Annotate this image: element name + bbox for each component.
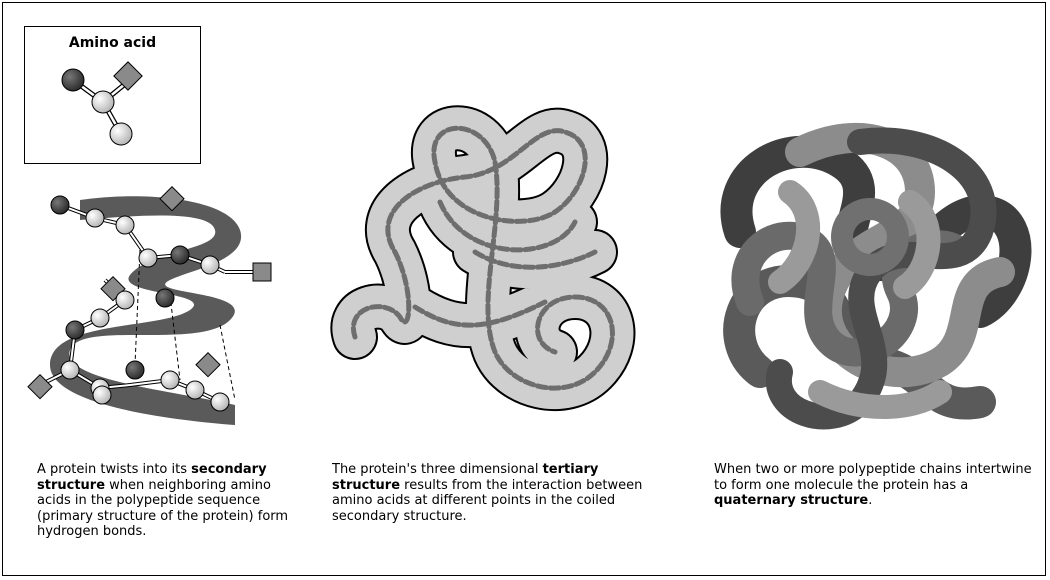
quaternary-structure-diagram — [700, 112, 1030, 442]
quaternary-structure-term: quaternary structure — [714, 493, 868, 508]
tertiary-structure-diagram — [325, 102, 645, 432]
secondary-structure-diagram — [20, 180, 280, 430]
amino-acid-title: Amino acid — [25, 35, 200, 51]
secondary-caption-text: A protein twists into its — [37, 462, 191, 477]
quaternary-caption-rest: . — [868, 493, 872, 508]
secondary-caption: A protein twists into its secondary stru… — [37, 462, 302, 540]
amino-acid-diagram — [55, 52, 175, 162]
quaternary-caption-text: When two or more polypeptide chains inte… — [714, 462, 1032, 493]
tertiary-caption-text: The protein's three dimensional — [332, 462, 543, 477]
tertiary-caption: The protein's three dimensional tertiary… — [332, 462, 667, 524]
quaternary-caption: When two or more polypeptide chains inte… — [714, 462, 1034, 509]
